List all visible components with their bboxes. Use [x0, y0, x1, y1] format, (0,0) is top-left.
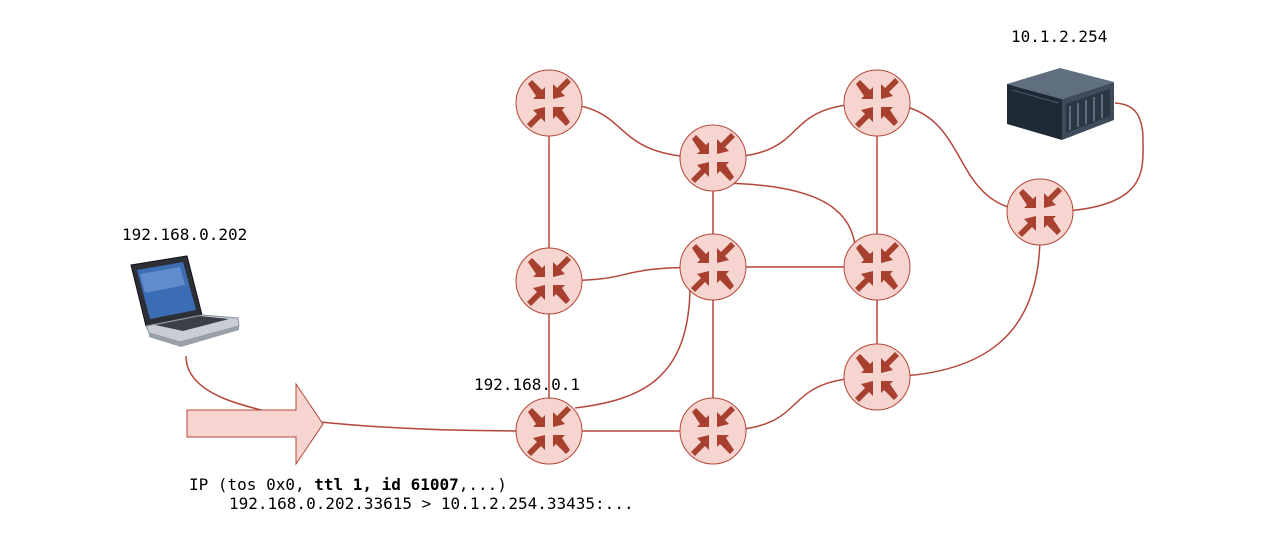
packet-header-prefix: IP (tos 0x0, — [189, 475, 315, 494]
router-icon — [679, 233, 747, 301]
router-icon — [843, 343, 911, 411]
router-icon — [843, 233, 911, 301]
client-address-label: 192.168.0.202 — [122, 225, 248, 244]
packet-address-line: 192.168.0.202.33615 > 10.1.2.254.33435:.… — [229, 494, 634, 513]
packet-arrow — [186, 382, 324, 466]
laptop-icon — [130, 255, 240, 347]
packet-header-suffix: ,...) — [458, 475, 507, 494]
router-icon — [1006, 178, 1074, 246]
router-icon — [679, 124, 747, 192]
gateway-router-icon — [515, 397, 583, 465]
router-icon — [679, 397, 747, 465]
packet-header-line: IP (tos 0x0, ttl 1, id 61007,...) — [189, 475, 507, 494]
server-icon — [1007, 68, 1114, 140]
router-icon — [515, 247, 583, 315]
router-icon — [843, 69, 911, 137]
server-address-label: 10.1.2.254 — [1011, 27, 1108, 46]
links — [185, 102, 1144, 432]
packet-ttl-id: ttl 1, id 61007 — [314, 475, 459, 494]
router-icon — [515, 69, 583, 137]
gateway-address-label: 192.168.0.1 — [474, 375, 580, 394]
